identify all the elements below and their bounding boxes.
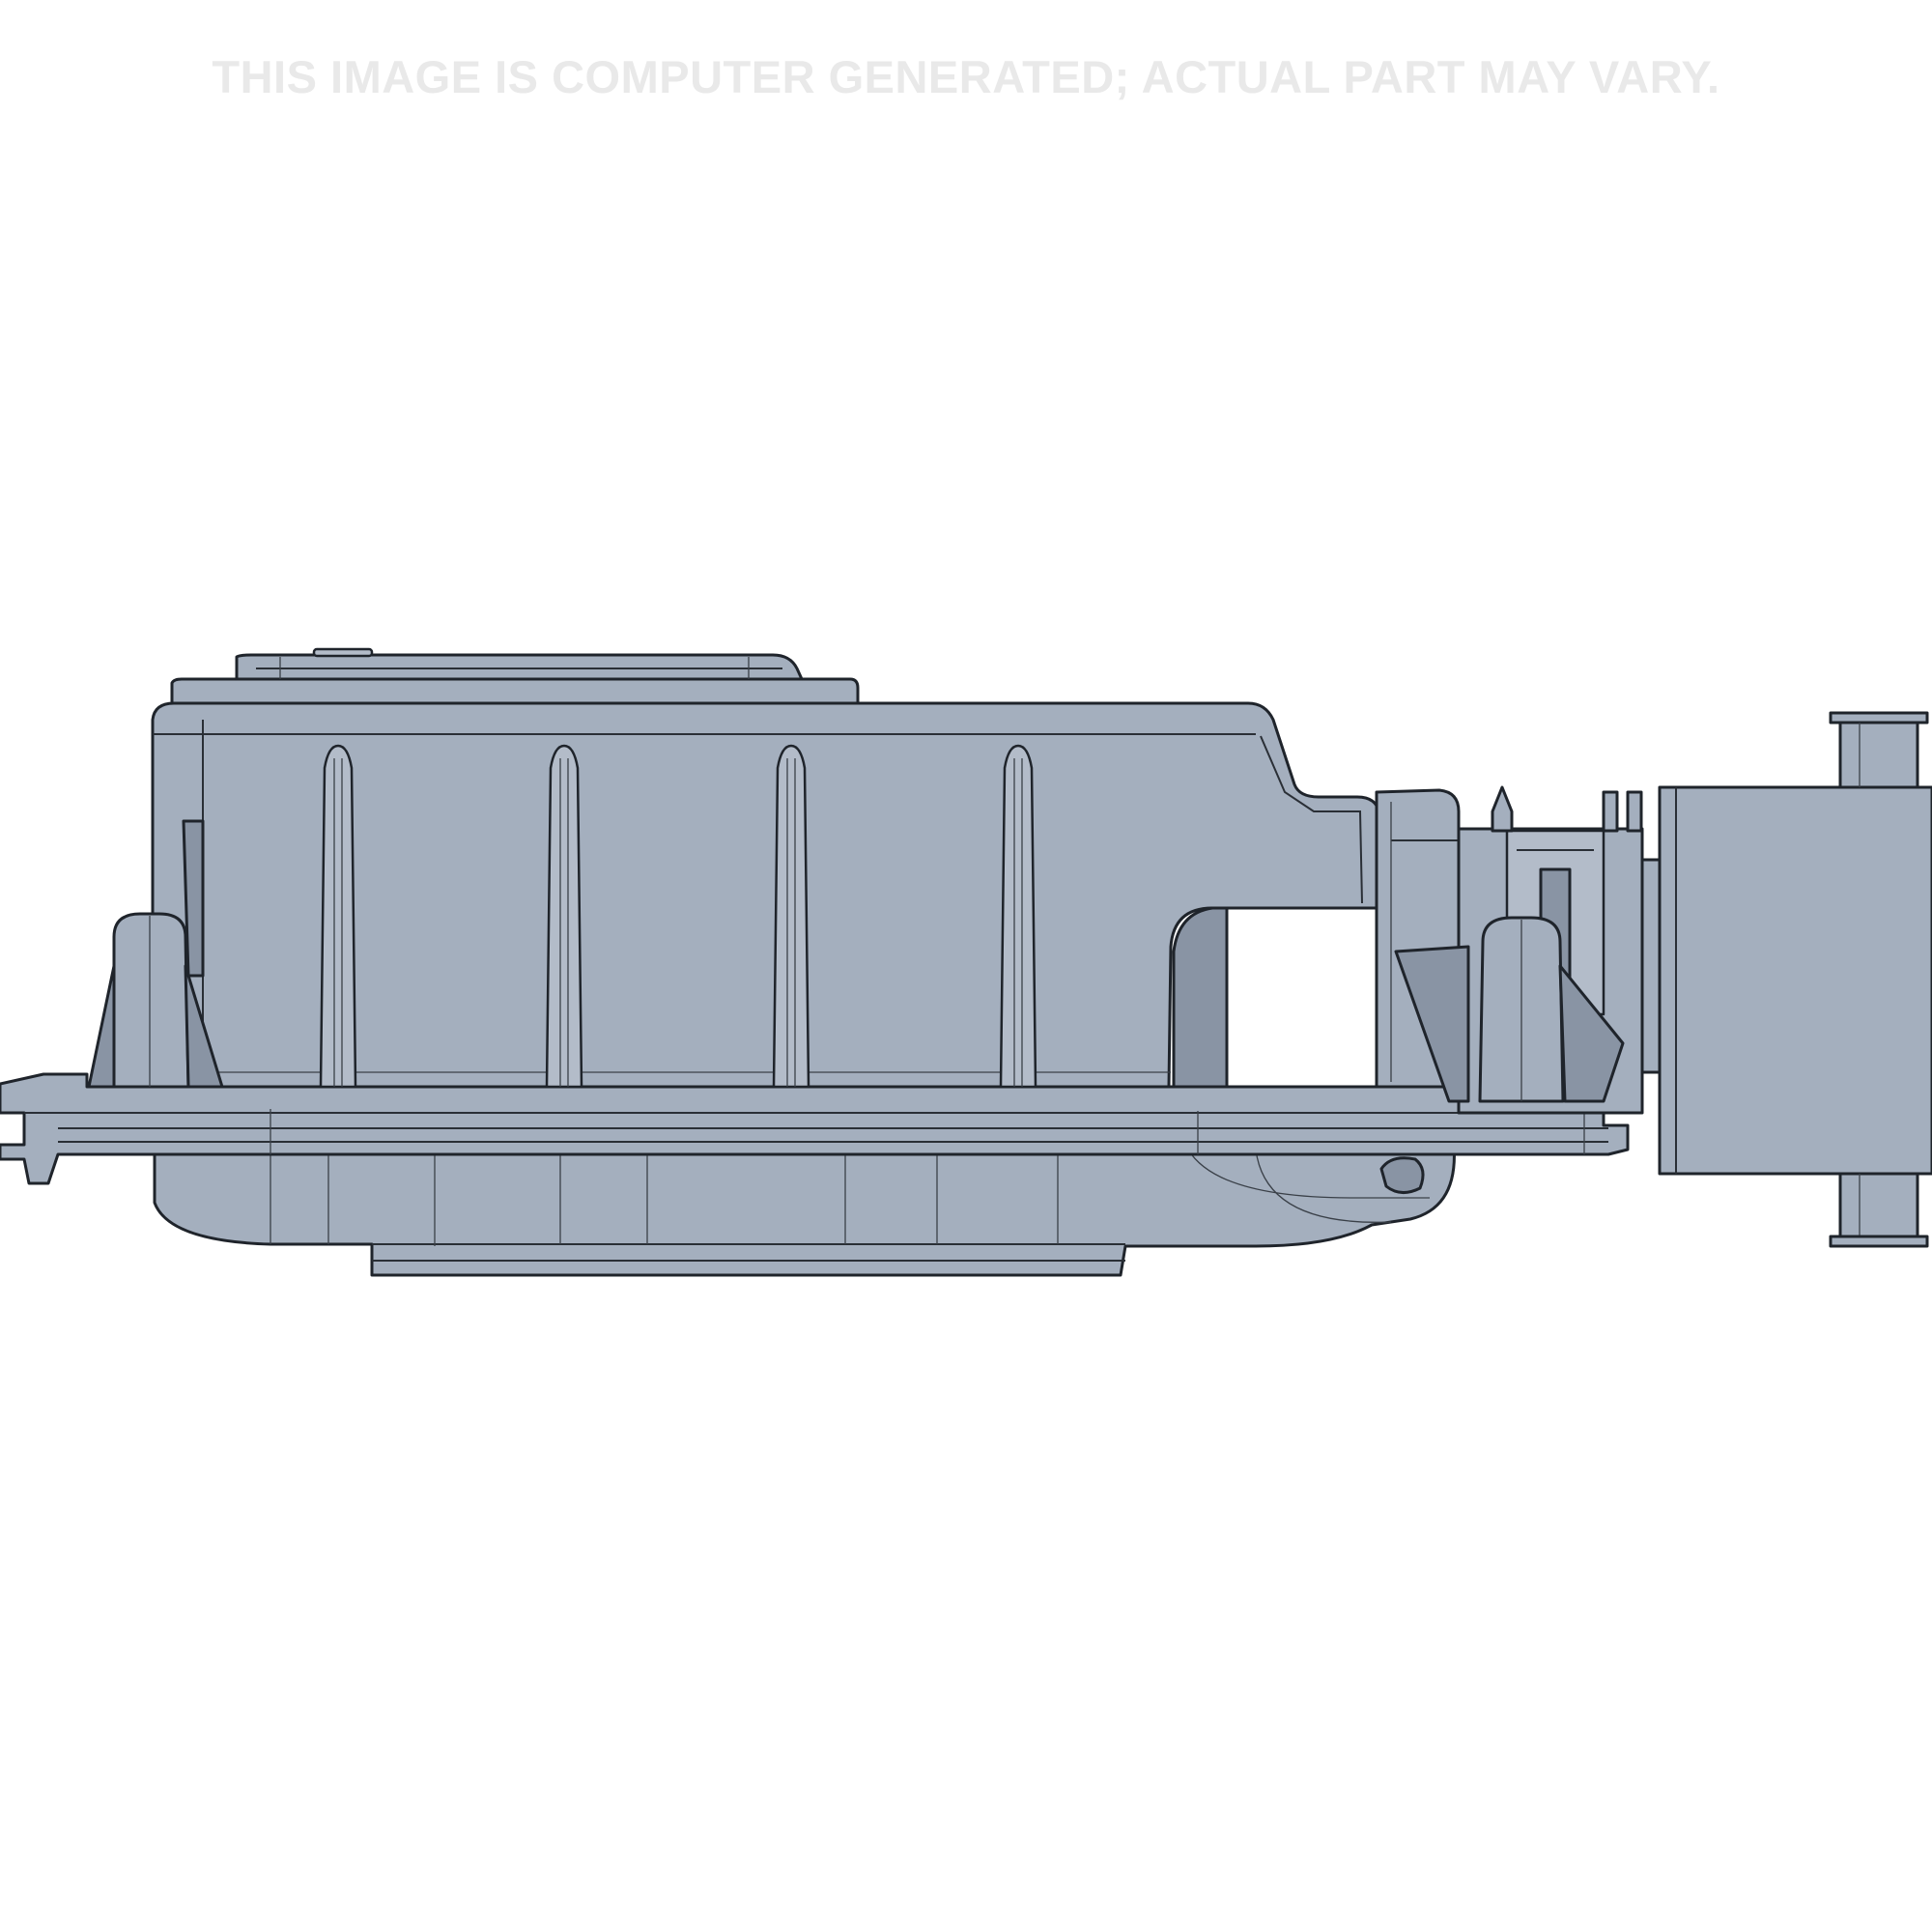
- housing-ribs: [319, 744, 1037, 1089]
- top-cover: [170, 647, 860, 705]
- left-mounting-post: [87, 819, 224, 1089]
- base-pan: [153, 1143, 1456, 1277]
- disclaimer-watermark: THIS IMAGE IS COMPUTER GENERATED; ACTUAL…: [212, 51, 1720, 102]
- right-mounting-post: [1394, 916, 1625, 1103]
- cylindrical-fitting: [1640, 711, 1932, 1248]
- mounting-flange: [0, 1072, 1630, 1185]
